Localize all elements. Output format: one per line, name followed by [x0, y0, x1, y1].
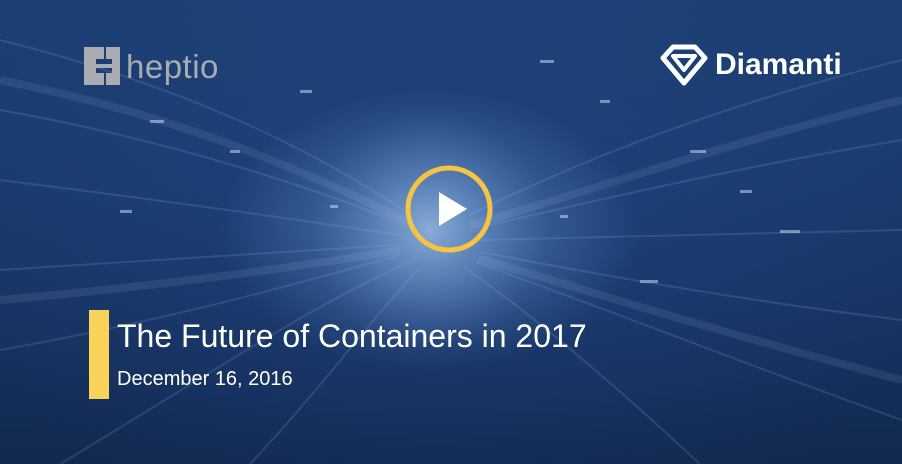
video-date: December 16, 2016 [117, 368, 293, 390]
play-button[interactable] [404, 164, 494, 254]
heptio-logo-icon [84, 47, 120, 85]
title-accent-bar [89, 310, 109, 399]
heptio-wordmark: heptio [126, 47, 219, 85]
play-icon [405, 165, 493, 253]
video-title: The Future of Containers in 2017 [117, 318, 587, 354]
diamanti-logo: Diamanti [659, 43, 842, 87]
diamanti-wordmark: Diamanti [715, 48, 842, 81]
heptio-logo: heptio [82, 45, 219, 87]
diamond-logo-icon [660, 44, 708, 86]
